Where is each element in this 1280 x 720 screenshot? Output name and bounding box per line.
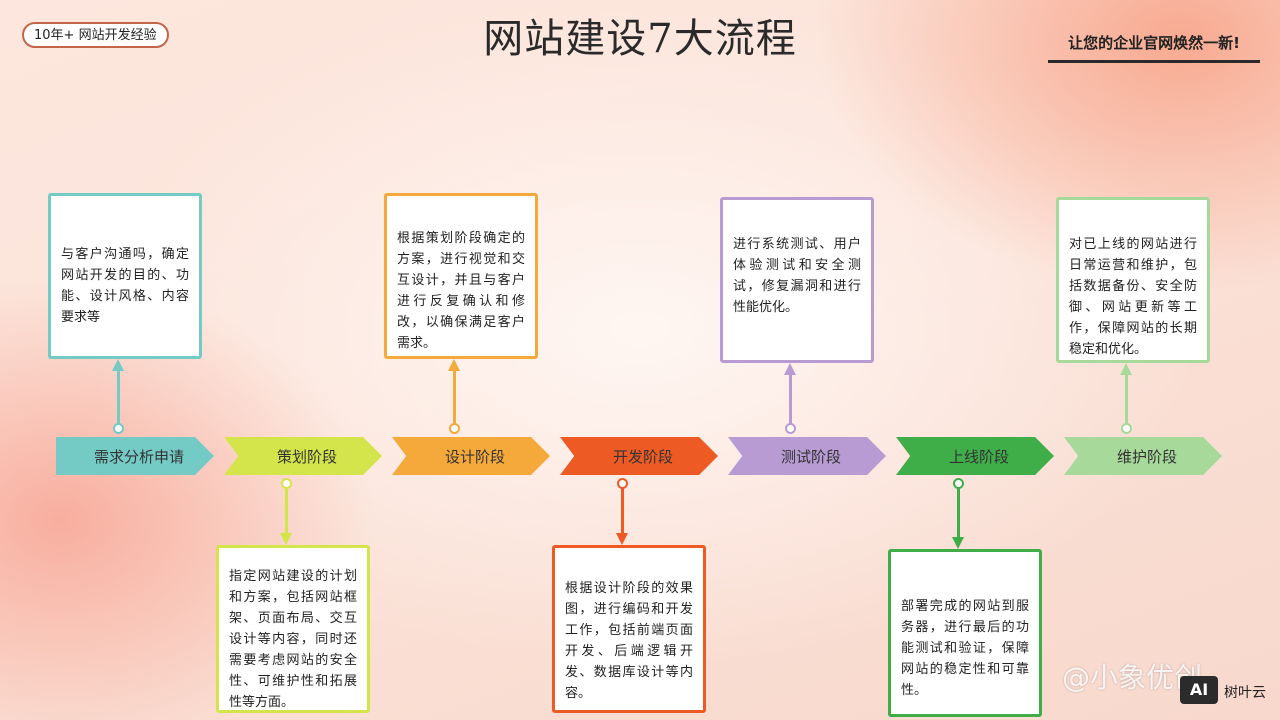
stage-label: 策划阶段 [276, 447, 337, 466]
slogan: 让您的企业官网焕然一新! [1068, 34, 1240, 52]
stage-description: 部署完成的网站到服务器，进行最后的功能测试和验证，保障网站的稳定性和可靠性。 [901, 599, 1029, 698]
stage-1: 需求分析申请 [56, 437, 214, 475]
stage-description-card: 与客户沟通吗，确定网站开发的目的、功能、设计风格、内容要求等 [48, 193, 202, 359]
slogan-underline [1048, 60, 1260, 63]
stage-description-card: 指定网站建设的计划和方案，包括网站框架、页面布局、交互设计等内容，同时还需要考虑… [216, 545, 370, 713]
stage-description: 根据策划阶段确定的方案，进行视觉和交互设计，并且与客户进行反复确认和修改，以确保… [397, 231, 525, 351]
stage-description-card: 根据设计阶段的效果图，进行编码和开发工作，包括前端页面开发、后端逻辑开发、数据库… [552, 545, 706, 713]
stage-5: 测试阶段 [728, 437, 886, 475]
watermark: @小象优创 [1062, 661, 1203, 694]
stage-description-card: 部署完成的网站到服务器，进行最后的功能测试和验证，保障网站的稳定性和可靠性。 [888, 549, 1042, 717]
stage-description: 根据设计阶段的效果图，进行编码和开发工作，包括前端页面开发、后端逻辑开发、数据库… [565, 581, 693, 701]
stage-label: 需求分析申请 [93, 447, 184, 466]
stage-description-card: 对已上线的网站进行日常运营和维护，包括数据备份、安全防御、网站更新等工作，保障网… [1056, 197, 1210, 363]
stage-description: 进行系统测试、用户体验测试和安全测试，修复漏洞和进行性能优化。 [733, 237, 861, 315]
stage-7: 维护阶段 [1064, 437, 1222, 475]
stage-6: 上线阶段 [896, 437, 1054, 475]
stage-label: 设计阶段 [444, 447, 505, 466]
stage-2: 策划阶段 [224, 437, 382, 475]
stage-description-card: 进行系统测试、用户体验测试和安全测试，修复漏洞和进行性能优化。 [720, 197, 874, 363]
stage-description-card: 根据策划阶段确定的方案，进行视觉和交互设计，并且与客户进行反复确认和修改，以确保… [384, 193, 538, 359]
ai-brand-text: 树叶云 [1224, 685, 1266, 701]
stage-description: 对已上线的网站进行日常运营和维护，包括数据备份、安全防御、网站更新等工作，保障网… [1069, 237, 1197, 357]
ai-logo-icon: AI [1180, 676, 1218, 704]
stage-4: 开发阶段 [560, 437, 718, 475]
experience-badge: 10年+ 网站开发经验 [22, 22, 169, 48]
page-title: 网站建设7大流程 [483, 16, 797, 62]
stage-description: 指定网站建设的计划和方案，包括网站框架、页面布局、交互设计等内容，同时还需要考虑… [229, 569, 357, 710]
stage-3: 设计阶段 [392, 437, 550, 475]
stage-label: 上线阶段 [948, 447, 1009, 466]
stage-description: 与客户沟通吗，确定网站开发的目的、功能、设计风格、内容要求等 [61, 247, 189, 325]
stage-label: 维护阶段 [1116, 447, 1177, 466]
stage-label: 测试阶段 [780, 447, 841, 466]
stage-label: 开发阶段 [612, 447, 673, 466]
